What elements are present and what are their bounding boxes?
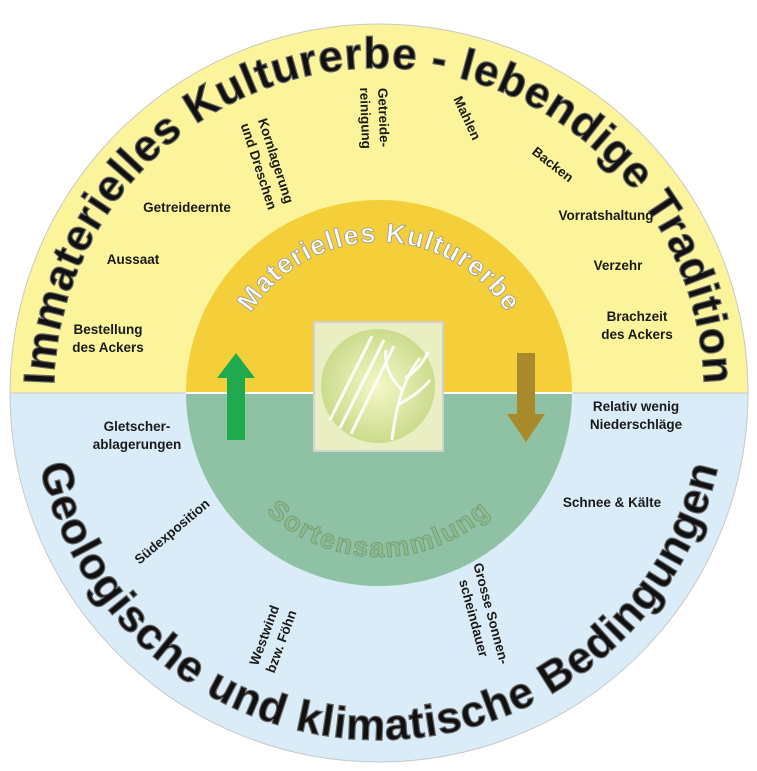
wheat-logo-icon xyxy=(313,321,444,452)
bottom-label-4: Schnee & Kälte xyxy=(563,495,662,510)
top-label-7: Vorratshaltung xyxy=(558,208,653,223)
arrow-up-icon xyxy=(217,353,255,440)
top-label-2: Getreideernte xyxy=(143,200,231,215)
bottom-labels: Gletscher-ablagerungenSüdexpositionWestw… xyxy=(93,399,683,675)
inner-top-half xyxy=(186,200,572,393)
top-label-8: Verzehr xyxy=(594,258,644,273)
inner-bottom-half xyxy=(186,393,572,586)
bottom-label-0: Gletscher-ablagerungen xyxy=(93,419,182,452)
arrow-down-icon xyxy=(507,353,545,442)
top-label-1: Aussaat xyxy=(107,252,160,267)
top-label-4: Getreide-reinigung xyxy=(357,87,392,150)
